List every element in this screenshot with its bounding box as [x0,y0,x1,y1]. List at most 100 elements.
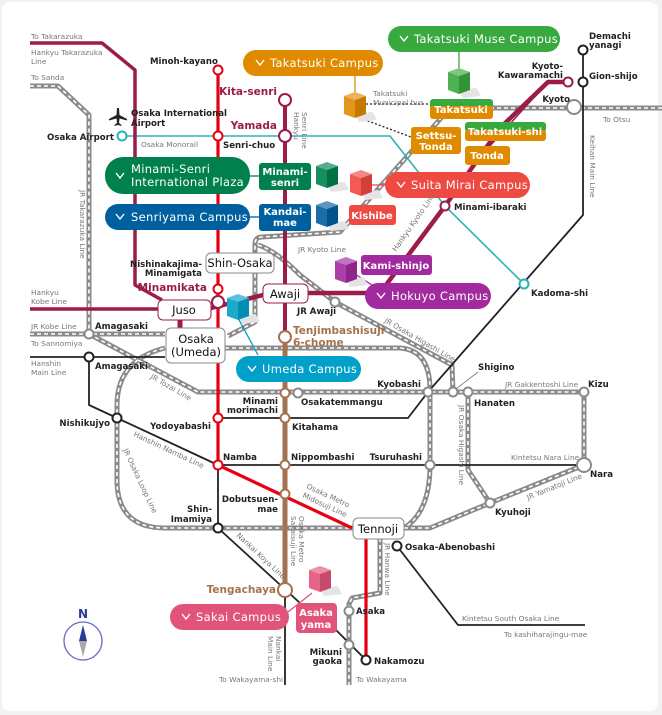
station-marker[interactable] [211,295,225,309]
station-marker[interactable] [566,99,582,115]
station-kishibe[interactable]: Kishibe [349,205,396,225]
line-label: Osaka Monorail [141,140,198,149]
station-marker[interactable] [576,457,592,473]
station-takatsuki-shi[interactable]: Takatsuki-shi [465,122,546,141]
station-marker[interactable] [279,459,291,471]
campus-minami-senri[interactable]: Minami-Senri International Plaza [105,157,250,194]
station-marker[interactable] [391,540,403,552]
station-label: Kyoto- [532,62,564,72]
station-label: Minami [243,397,278,407]
line-label: Senri Line [300,112,309,149]
campus-takatsuki[interactable]: Takatsuki Campus [243,50,383,76]
line-label: Hanshin Namba Line [132,430,206,471]
station-marker[interactable] [424,459,436,471]
station-tonda[interactable]: Tonda [465,146,510,165]
campus-takatsuki-muse[interactable]: Takatsuki Muse Campus [388,26,560,52]
station-label: Tennoji [357,522,398,536]
station-marker[interactable] [329,296,341,308]
line-label: Kintetsu Nara Line [511,453,580,462]
station-shin-osaka[interactable]: Shin-Osaka [205,252,275,274]
station-marker[interactable] [279,412,291,424]
station-asakayama[interactable]: Asaka yama [296,603,337,633]
station-marker[interactable] [292,387,304,399]
station-marker[interactable] [518,278,530,290]
station-settsu-tonda[interactable]: Settsu- Tonda [411,127,461,154]
station-label: Nippombashi [291,453,354,463]
station-marker[interactable] [577,44,589,56]
line-label: Kobe Line [31,297,67,306]
compass-north-icon: N [63,607,103,661]
hankyu-takarazuka-line [30,41,163,302]
station-marker[interactable] [212,412,224,424]
station-marker[interactable] [578,386,590,398]
campus-umeda[interactable]: Umeda Campus [236,356,361,382]
station-marker[interactable] [279,387,291,399]
station-marker[interactable] [212,64,224,76]
station-marker[interactable] [111,412,123,424]
cube-icon-umeda [227,294,260,324]
line-label: Municipal bus [373,98,424,107]
station-minami-senri[interactable]: Minami- senri [259,163,311,190]
station-marker[interactable] [360,654,372,666]
station-marker[interactable] [83,351,95,363]
cube-icon-minami_senri [316,162,349,192]
line-label: Line [31,57,47,66]
station-marker[interactable] [278,129,292,143]
station-label: Asaka [356,607,385,617]
station-label: Kami-shinjo [363,261,430,272]
line-label: Hankyu [292,112,301,140]
campus-hokuyo[interactable]: Hokuyo Campus [365,283,491,309]
station-marker[interactable] [343,639,355,651]
campus-sakai[interactable]: Sakai Campus [170,604,289,630]
station-label: Settsu- [416,131,457,142]
station-marker[interactable] [577,76,589,88]
campus-label: Takatsuki Campus [269,56,379,70]
station-kandai-mae[interactable]: Kandai- mae [259,204,311,231]
line-label: To Wakayama [355,675,407,684]
campus-suita-mirai[interactable]: Suita Mirai Campus [385,172,530,198]
campus-connectors [237,52,460,613]
station-marker[interactable] [279,488,291,500]
station-marker[interactable] [278,330,292,344]
station-marker[interactable] [212,522,224,534]
station-label: mae [257,505,278,515]
station-marker[interactable] [83,328,95,340]
station-tennoji[interactable]: Tennoji [352,517,405,540]
station-marker[interactable] [439,200,451,212]
line-label: JR Osaka Higashi Line [457,404,466,486]
campus-senriyama[interactable]: Senriyama Campus [105,204,250,230]
station-marker[interactable] [562,76,574,88]
station-marker[interactable] [462,386,474,398]
station-marker[interactable] [422,386,434,398]
line-label: To Takarazuka [30,32,82,41]
station-marker[interactable] [447,386,459,398]
line-label: Main Line [31,368,67,377]
station-label: Shin- [187,505,212,515]
station-label: (Umeda) [171,345,221,359]
station-kami-shinjo[interactable]: Kami-shinjo [361,255,432,275]
line-label: Hankyu [31,288,59,297]
station-label: Osaka International [131,109,227,119]
station-marker[interactable] [484,497,496,509]
station-marker[interactable] [212,130,224,142]
line-label: Nankai Koya Line [235,531,288,581]
station-marker[interactable] [277,582,293,598]
station-label: Namba [223,453,257,463]
line-label: JR Kyoto Line [297,245,346,254]
line-label: Keihan Main Line [588,135,597,198]
station-osaka-umeda[interactable]: Osaka (Umeda) [165,327,226,364]
station-marker[interactable] [212,283,224,295]
cube-icon-senriyama [316,201,349,231]
station-juso[interactable]: Juso [157,299,212,321]
station-marker[interactable] [343,605,355,617]
station-marker[interactable] [212,459,224,471]
line-label: Hankyu Takarazuka [31,48,103,57]
station-awaji[interactable]: Awaji [262,283,309,304]
station-label: Nakamozu [374,657,424,667]
campus-label: Sakai Campus [196,610,281,624]
station-takatsuki[interactable]: Takatsuki [430,99,493,119]
line-label: To kashiharajingu-mae [503,630,588,639]
station-marker[interactable] [116,130,128,142]
station-marker[interactable] [278,93,292,107]
